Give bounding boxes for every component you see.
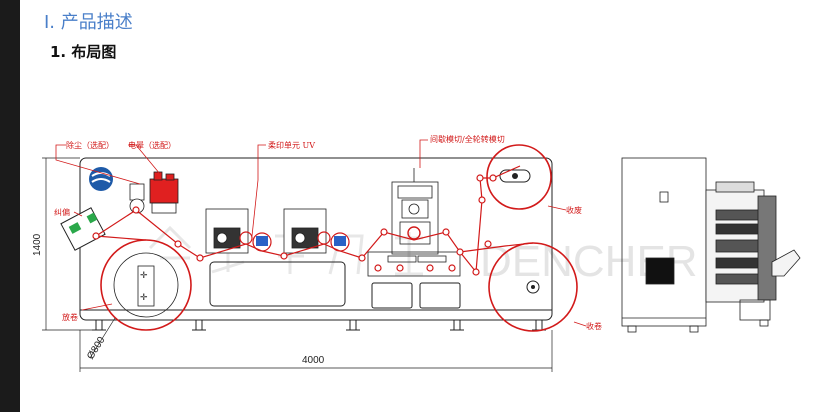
section-title: I. 产品描述 — [44, 12, 133, 33]
waste-roll — [486, 144, 552, 210]
corona-label: 除尘（选配） — [66, 140, 114, 150]
print-unit-1 — [205, 208, 272, 254]
waste-label: 收废 — [566, 205, 582, 215]
diameter-dimension: Ø800 — [85, 335, 108, 362]
svg-text:✛: ✛ — [140, 271, 148, 281]
rewind-label: 收卷 — [586, 321, 602, 331]
annotation-leaders — [55, 139, 587, 327]
side-view — [621, 157, 801, 333]
left-dark-bar — [0, 0, 20, 412]
web-guide-unit — [60, 207, 106, 251]
die-cut-unit — [367, 168, 461, 277]
unwind-label: 放卷 — [62, 312, 78, 322]
web-rollers — [92, 174, 497, 276]
static-label: 电晕（选配） — [128, 140, 176, 150]
die-cut-label: 间歇模切/全轮转模切 — [430, 134, 505, 144]
web-path — [94, 165, 534, 274]
length-dimension: 4000 — [302, 355, 325, 366]
dimension-lines — [42, 157, 553, 372]
corona-unit — [149, 171, 179, 214]
print-unit-label: 柔印单元 UV — [268, 140, 315, 150]
web-guide-label: 纠偏 — [54, 207, 70, 217]
height-dimension: 1400 — [32, 233, 43, 256]
svg-text:✛: ✛ — [140, 293, 148, 303]
subsection-title: 1. 布局图 — [50, 43, 117, 61]
unwind-roll: ✛ ✛ — [100, 239, 192, 331]
